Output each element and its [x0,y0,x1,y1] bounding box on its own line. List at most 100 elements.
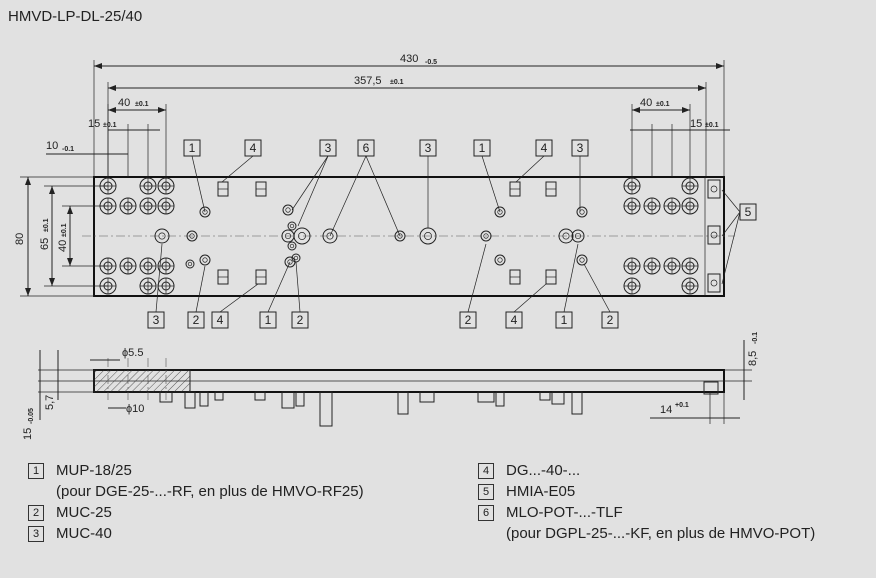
small-hole [293,227,311,245]
small-hole [494,254,506,266]
gripper-mount [707,225,721,245]
component-side [281,391,295,409]
component-side [184,391,196,409]
dim-65: 65 ±0.1 [39,185,108,287]
component-side [214,391,224,401]
callout-number: 1 [479,141,486,155]
dim-40-right-value: 40 [640,97,652,109]
legend-item-6-sub: (pour DGPL-25-...-KF, en plus de HMVO-PO… [478,523,815,544]
dim-15-right-tol: ±0.1 [705,122,719,129]
dim-357-value: 357,5 [354,75,382,87]
legend-number-box: 2 [28,504,44,521]
callout-number: 4 [541,141,548,155]
callout-number: 4 [250,141,257,155]
component-side [254,391,266,401]
legend-number-box: 1 [28,462,44,479]
component-side [295,391,305,407]
legend-item-1: 1 MUP-18/25 [28,460,364,481]
dim-40-vertical: 40 ±0.1 [57,205,108,267]
legend-item-2: 2 MUC-25 [28,502,364,523]
legend-item-5: 5 HMIA-E05 [478,481,815,502]
dim-10: 10 -0.1 [46,140,128,155]
dim-40-v-value: 40 [57,240,69,252]
dim-40-left-value: 40 [118,97,130,109]
gripper-mount [707,273,721,293]
component-side [477,391,495,403]
dim-15-side-value: 15 [22,428,34,440]
callout-number: 2 [297,313,304,327]
dim-85-value: 8,5 [747,351,759,366]
legend-subtext: (pour DGPL-25-...-KF, en plus de HMVO-PO… [506,525,816,542]
technical-drawing: 430 -0.5 357,5 ±0.1 40 ±0.1 15 ±0.1 10 -… [14,53,759,440]
small-hole [571,229,585,243]
component-side [551,391,565,405]
dim-85-tol: -0.1 [752,332,759,344]
component-side [495,391,505,407]
dim-430-value: 430 [400,53,418,65]
small-hole [199,206,211,218]
side-view: 15 -0.05 5,7 ϕ5.5 ϕ10 8,5 -0.1 14 +0.1 [22,332,759,440]
legend-number-box: 4 [478,462,494,479]
dim-40-right: 40 ±0.1 [631,97,691,177]
callout-leaders [155,155,741,313]
dim-15-left-tol: ±0.1 [103,122,117,129]
callout-number: 1 [265,313,272,327]
small-hole [287,241,297,251]
small-hole [576,206,588,218]
legend-number-box: 6 [478,504,494,521]
callout-number: 3 [325,141,332,155]
callout-number: 2 [465,313,472,327]
dim-10-value: 10 [46,140,58,152]
component-side [571,391,583,415]
dim-phi55-value: ϕ5.5 [122,347,143,359]
legend-text: MUP-18/25 [56,462,132,479]
dim-57-value: 5,7 [44,395,56,410]
dim-65-value: 65 [39,238,51,250]
legend-subtext: (pour DGE-25-...-RF, en plus de HMVO-RF2… [56,483,364,500]
legend-text: HMIA-E05 [506,483,576,500]
small-hole [494,206,506,218]
dim-357-tol: ±0.1 [390,79,404,86]
callout-number: 4 [511,313,518,327]
drawing-title: HMVD-LP-DL-25/40 [8,8,143,25]
dim-430-tol: -0.5 [425,59,437,66]
component-side [703,381,719,395]
small-hole [154,228,170,244]
dim-80: 80 [14,176,94,297]
component-side [199,391,209,407]
component-side [319,391,333,427]
callout-number: 6 [363,141,370,155]
dim-10-tol: -0.1 [62,146,74,153]
callout-number: 1 [189,141,196,155]
callout-number: 4 [217,313,224,327]
small-hole [394,230,406,242]
dim-430: 430 -0.5 [93,53,725,177]
dim-14-value: 14 [660,404,672,416]
callout-number: 1 [561,313,568,327]
legend-item-4: 4 DG...-40-... [478,460,815,481]
small-hole [199,254,211,266]
legend-number-box: 5 [478,483,494,500]
legend-text: MLO-POT-...-TLF [506,504,623,521]
legend-right: 4 DG...-40-... 5 HMIA-E05 6 MLO-POT-...-TLF… [478,460,815,544]
dim-15-left: 15 ±0.1 [88,118,160,177]
dim-14-tol: +0.1 [675,402,689,409]
small-hole [282,204,294,216]
legend-number-box: 3 [28,525,44,542]
dim-40-right-tol: ±0.1 [656,101,670,108]
dim-40-left: 40 ±0.1 [107,97,167,177]
legend-text: MUC-25 [56,504,112,521]
dim-357: 357,5 ±0.1 [107,75,707,177]
component-side [539,391,551,401]
small-hole [576,254,588,266]
component-side [419,391,435,403]
callout-number: 2 [193,313,200,327]
dim-65-tol: ±0.1 [43,218,50,232]
small-hole [186,230,198,242]
legend-text: DG...-40-... [506,462,581,479]
legend-left: 1 MUP-18/25 (pour DGE-25-...-RF, en plus … [28,460,364,544]
dim-40-v-tol: ±0.1 [61,223,68,237]
dim-15-right-value: 15 [690,118,702,130]
